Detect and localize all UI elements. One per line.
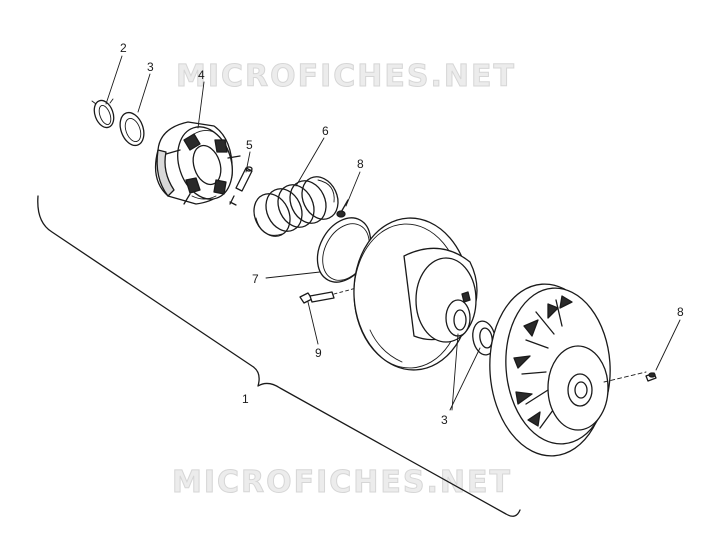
part-8-screw-upper [336,199,349,218]
part-5-pin [229,166,253,206]
assembly-bracket [37,195,521,517]
callout-1: 1 [242,392,249,406]
watermark-top: MICROFICHES.NET [176,59,516,94]
callout-6: 6 [322,124,329,138]
watermark-bottom: MICROFICHES.NET [172,465,512,500]
part-3-washer-upper [119,111,145,147]
callout-7: 7 [252,272,259,286]
callout-5: 5 [246,138,253,152]
part-4-spider-hub [154,121,241,205]
callout-3-upper: 3 [147,60,154,74]
movable-sheave [489,283,647,457]
part-2-snap-ring [91,98,115,129]
callout-3-lower: 3 [441,413,448,427]
leader-lines [105,55,681,411]
stationary-sheave [353,217,478,371]
part-6-spring [253,176,339,237]
part-8-screw-lower [645,372,657,382]
callout-4: 4 [198,68,205,82]
part-3-bushing-lower [472,320,496,356]
callout-8-upper: 8 [357,157,364,171]
callout-9: 9 [315,346,322,360]
callout-2: 2 [120,41,127,55]
callout-8-lower: 8 [677,305,684,319]
